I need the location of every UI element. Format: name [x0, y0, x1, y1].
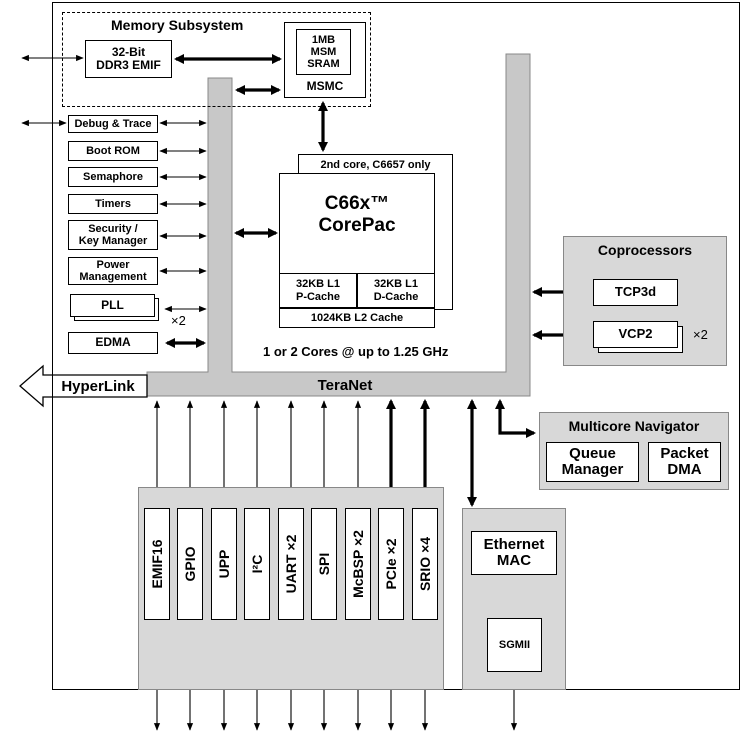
tcp3d-block: TCP3d	[593, 279, 678, 306]
vcp2-block: VCP2	[593, 321, 678, 348]
msmc-label: MSMC	[306, 78, 344, 93]
uart-block	[278, 508, 304, 620]
mcbsp-block	[345, 508, 371, 620]
l1-d-cache: 32KB L1 D-Cache	[357, 273, 435, 308]
ddr3-emif-block: 32-Bit DDR3 EMIF	[85, 40, 172, 78]
power-management-block: Power Management	[68, 257, 158, 285]
sgmii-block: SGMII	[487, 618, 542, 672]
memory-subsystem-title: Memory Subsystem	[111, 17, 244, 33]
pll-multiplier: ×2	[171, 313, 186, 328]
pll-block: PLL	[70, 294, 155, 317]
coprocessors-title: Coprocessors	[597, 242, 693, 258]
edma-block: EDMA	[68, 332, 158, 354]
emif16-label: EMIF16	[149, 539, 165, 589]
msm-sram-block: 1MB MSM SRAM	[296, 29, 351, 75]
cores-frequency-text: 1 or 2 Cores @ up to 1.25 GHz	[263, 344, 449, 359]
spi-block	[311, 508, 337, 620]
upp-label: UPP	[216, 549, 232, 579]
emif16-block	[144, 508, 170, 620]
hyperlink-label: HyperLink	[61, 378, 135, 395]
boot-rom-block: Boot ROM	[68, 141, 158, 161]
corepac-title: C66x™ CorePac	[318, 193, 396, 236]
spi-label: SPI	[316, 552, 332, 576]
packet-dma-block: Packet DMA	[648, 442, 721, 482]
srio-label: SRIO ×4	[417, 536, 433, 592]
l2-cache: 1024KB L2 Cache	[279, 308, 435, 328]
queue-manager-block: Queue Manager	[546, 442, 639, 482]
teranet-bus	[146, 53, 531, 397]
security-key-manager-block: Security / Key Manager	[68, 220, 158, 250]
debug-trace-block: Debug & Trace	[68, 115, 158, 133]
memory-subsystem-region	[62, 12, 371, 107]
multicore-navigator-title: Multicore Navigator	[568, 418, 700, 434]
hyperlink-arrow	[19, 364, 148, 408]
uart-label: UART ×2	[283, 534, 299, 594]
srio-block	[412, 508, 438, 620]
mcbsp-label: McBSP ×2	[350, 530, 366, 598]
timers-block: Timers	[68, 194, 158, 214]
i2c-label: I²C	[249, 554, 265, 574]
second-core-label: 2nd core, C6657 only	[320, 159, 431, 171]
ethernet-mac-block: Ethernet MAC	[471, 531, 557, 575]
semaphore-block: Semaphore	[68, 167, 158, 187]
teranet-label: TeraNet	[318, 377, 373, 394]
upp-block	[211, 508, 237, 620]
pcie-block	[378, 508, 404, 620]
gpio-label: GPIO	[182, 546, 198, 582]
gpio-block	[177, 508, 203, 620]
vcp2-multiplier: ×2	[693, 327, 708, 342]
pcie-label: PCIe ×2	[383, 538, 399, 590]
i2c-block	[244, 508, 270, 620]
l1-p-cache: 32KB L1 P-Cache	[279, 273, 357, 308]
